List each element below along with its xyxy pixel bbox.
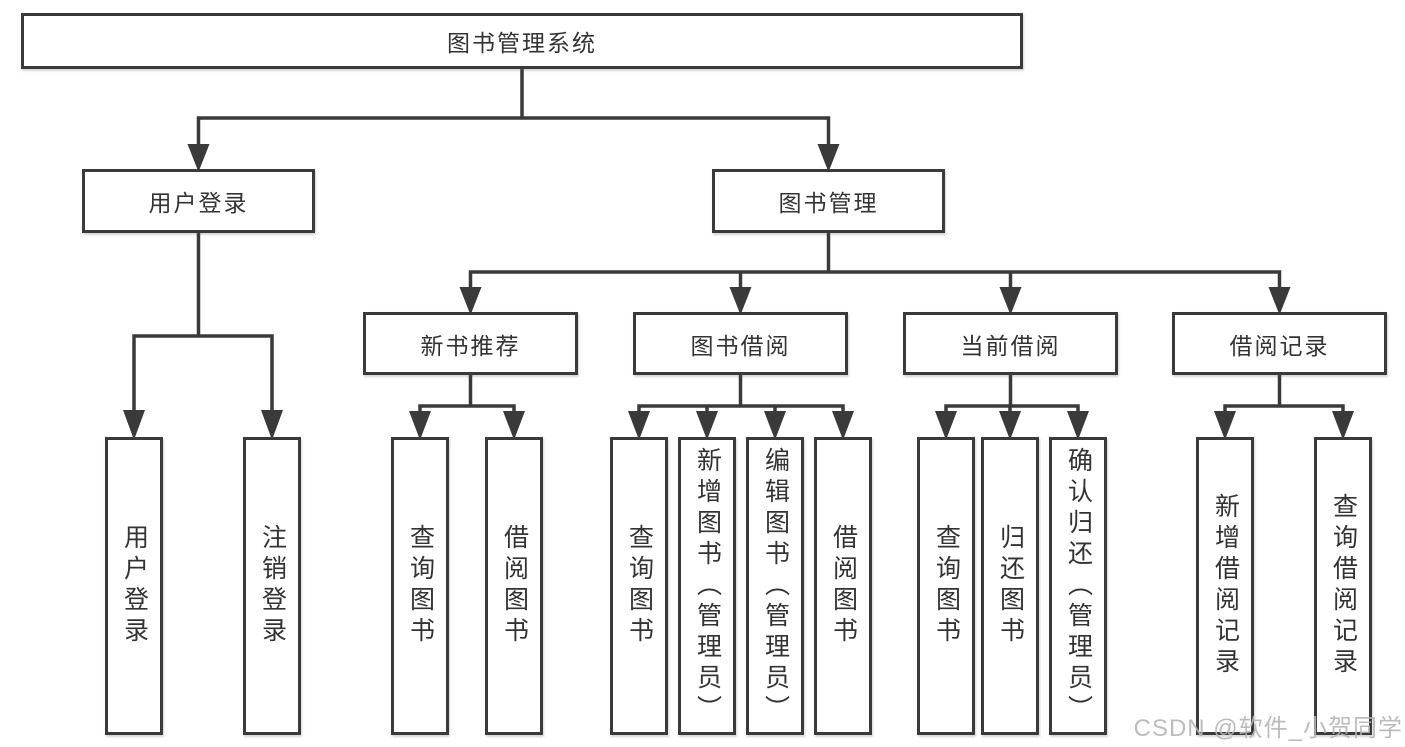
leaf-logout-label: 注销登录: [258, 524, 287, 648]
node-book-borrow-label: 图书借阅: [690, 332, 791, 359]
connector-new-book-recommend-children: [409, 373, 525, 440]
node-borrow-records-label: 借阅记录: [1229, 332, 1330, 359]
node-root-label: 图书管理系统: [447, 30, 597, 56]
leaf-user-login-label: 用户登录: [120, 524, 149, 648]
leaf-borrow-books-1: 借阅图书: [485, 437, 543, 735]
leaf-query-books-2-label: 查询图书: [625, 524, 654, 648]
leaf-query-books-3-label: 查询图书: [932, 524, 961, 648]
leaf-add-books-admin-label: 新增图书（管理员）: [693, 446, 722, 726]
watermark-text: CSDN @软件_小贺同学: [1133, 715, 1403, 742]
leaf-edit-books-admin: 编辑图书（管理员）: [746, 437, 804, 735]
leaf-borrow-books-2: 借阅图书: [814, 437, 872, 735]
leaf-query-books-1: 查询图书: [391, 437, 449, 735]
node-new-book-recommend: 新书推荐: [363, 312, 578, 375]
leaf-add-borrow-record-label: 新增借阅记录: [1211, 493, 1240, 679]
node-user-login: 用户登录: [82, 169, 315, 233]
node-book-management-label: 图书管理: [778, 190, 879, 216]
connector-root-to-level2: [187, 67, 840, 172]
node-book-management: 图书管理: [712, 169, 945, 233]
node-current-borrow-label: 当前借阅: [960, 332, 1061, 359]
node-root: 图书管理系统: [21, 13, 1023, 69]
connector-book-borrow-children: [628, 373, 854, 440]
leaf-edit-books-admin-label: 编辑图书（管理员）: [761, 446, 790, 726]
leaf-borrow-books-2-label: 借阅图书: [829, 524, 858, 648]
leaf-add-books-admin: 新增图书（管理员）: [678, 437, 736, 735]
leaf-query-borrow-record: 查询借阅记录: [1314, 437, 1372, 735]
leaf-add-borrow-record: 新增借阅记录: [1196, 437, 1254, 735]
leaf-confirm-return-admin-label: 确认归还（管理员）: [1064, 446, 1093, 726]
node-user-login-label: 用户登录: [148, 190, 249, 216]
leaf-return-books: 归还图书: [981, 437, 1039, 735]
connector-user-login-children: [123, 231, 283, 440]
node-book-borrow: 图书借阅: [633, 312, 848, 375]
connector-current-borrow-children: [935, 373, 1089, 440]
node-current-borrow: 当前借阅: [903, 312, 1118, 375]
node-borrow-records: 借阅记录: [1172, 312, 1387, 375]
leaf-user-login: 用户登录: [105, 437, 163, 735]
leaf-borrow-books-1-label: 借阅图书: [500, 524, 529, 648]
leaf-confirm-return-admin: 确认归还（管理员）: [1049, 437, 1107, 735]
leaf-return-books-label: 归还图书: [996, 524, 1025, 648]
leaf-query-books-1-label: 查询图书: [406, 524, 435, 648]
node-new-book-recommend-label: 新书推荐: [420, 332, 521, 359]
connector-borrow-records-children: [1214, 373, 1354, 440]
leaf-logout: 注销登录: [243, 437, 301, 735]
leaf-query-books-2: 查询图书: [610, 437, 668, 735]
leaf-query-borrow-record-label: 查询借阅记录: [1329, 493, 1358, 679]
connector-book-management-children: [459, 231, 1291, 315]
leaf-query-books-3: 查询图书: [917, 437, 975, 735]
